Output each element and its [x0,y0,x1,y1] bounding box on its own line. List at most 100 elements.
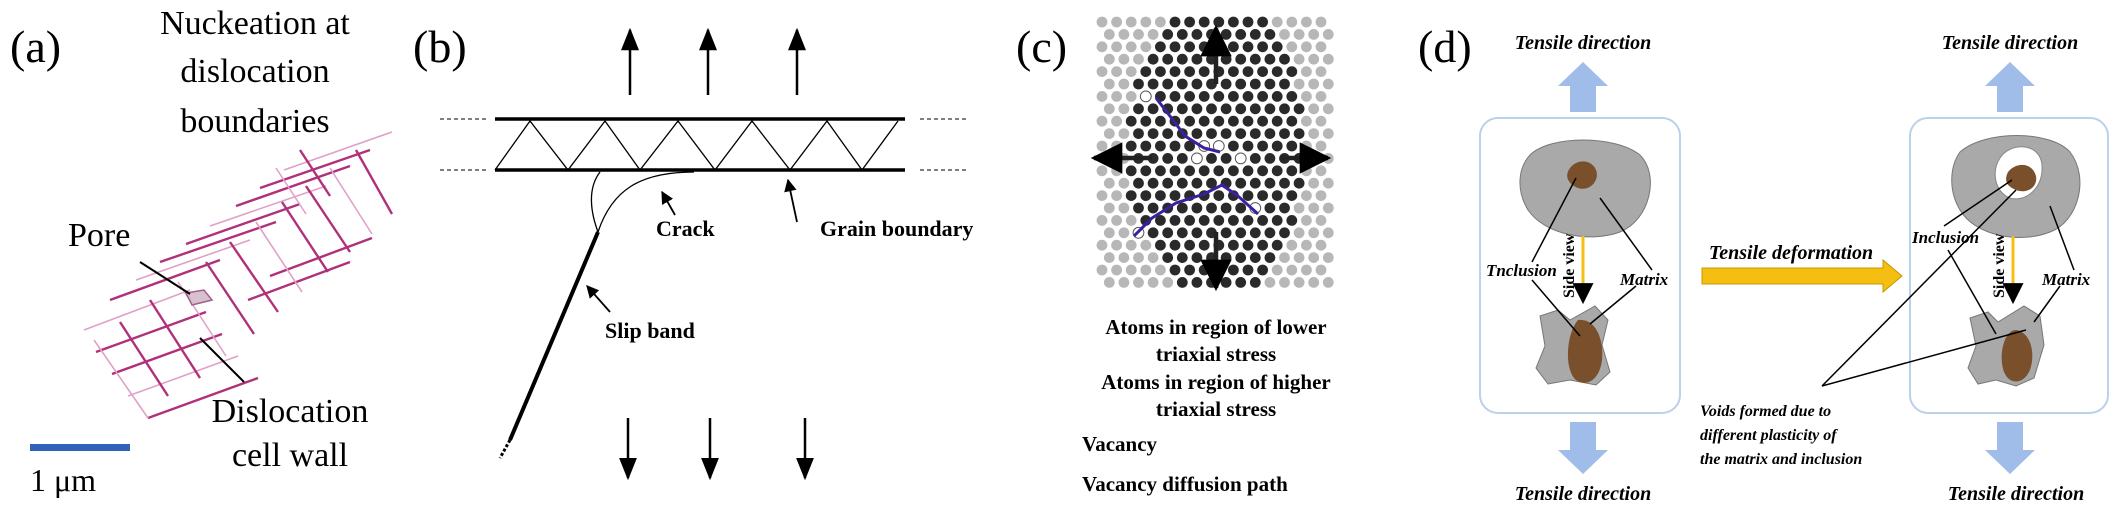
atom-high-stress [1140,140,1152,152]
dislocation-segment [305,185,351,253]
atom-low-stress [1096,215,1108,226]
atom-high-stress [1220,29,1232,40]
dislocation-segment [205,261,255,335]
atom-high-stress [1257,16,1268,28]
atom-high-stress [1147,202,1159,214]
atom-high-stress [1235,128,1247,140]
tensile-deformation-label: Tensile deformation [1709,242,1873,264]
vacancy-site [1139,90,1152,103]
atom-high-stress [1286,215,1298,226]
dislocation-segment [93,339,149,419]
dislocation-segment [354,149,394,215]
atom-high-stress [1235,227,1247,239]
atom-low-stress [1301,239,1312,251]
voids-label-line-1: Voids formed due to [1700,403,1831,420]
right-blue-arrow-down [1985,422,2035,474]
atom-high-stress [1249,252,1261,263]
atom-high-stress [1264,202,1276,214]
atom-low-stress [1125,16,1137,28]
atom-high-stress [1220,53,1232,65]
tensile-deformation-arrow [1701,258,1903,294]
atom-high-stress [1242,91,1254,102]
atom-low-stress [1308,53,1320,65]
dislocation-segment [280,201,330,273]
crack-label: Crack [656,216,715,241]
atom-low-stress [1103,177,1115,189]
atom-high-stress [1162,53,1174,65]
atom-high-stress [1176,153,1188,164]
right-tensile-direction-top: Tensile direction [1942,32,2078,54]
atom-high-stress [1235,277,1247,288]
vacancy-diffusion-path-upper [1154,97,1221,154]
slip-band-pointer [586,285,611,313]
atom-low-stress [1155,264,1166,276]
atom-low-stress [1308,78,1320,90]
atom-high-stress [1286,140,1298,152]
atom-high-stress [1271,115,1283,127]
atom-low-stress [1301,91,1312,102]
atom-low-stress [1133,252,1144,263]
atom-high-stress [1184,16,1195,28]
atom-low-stress [1103,252,1115,263]
atom-low-stress [1111,215,1122,226]
atom-low-stress [1308,227,1320,239]
atom-high-stress [1228,140,1239,152]
atom-high-stress [1169,41,1181,53]
atom-low-stress [1096,66,1108,77]
atom-low-stress [1286,16,1298,28]
atom-high-stress [1191,128,1203,140]
atom-low-stress [1279,277,1290,288]
cell-wall-label-line-2: cell wall [232,437,348,474]
atom-high-stress [1228,66,1239,77]
atom-high-stress [1257,215,1268,226]
atom-high-stress [1271,66,1283,77]
atom-high-stress [1191,202,1203,214]
atom-high-stress [1220,277,1232,288]
atom-low-stress [1096,115,1108,127]
slip-band [508,231,600,441]
right-matrix-pointer-2 [2033,285,2061,323]
atom-high-stress [1206,177,1217,189]
atom-high-stress [1191,227,1203,239]
atom-low-stress [1133,277,1144,288]
atom-low-stress [1293,29,1305,40]
atom-low-stress [1301,165,1312,177]
atom-high-stress [1242,190,1254,202]
voids-label-line-3: the matrix and inclusion [1700,451,1862,468]
atom-high-stress [1155,215,1166,226]
atom-low-stress [1264,277,1276,288]
atom-high-stress [1220,202,1232,214]
atom-low-stress [1111,91,1122,102]
atom-low-stress [1111,66,1122,77]
atom-low-stress [1096,91,1108,102]
atom-low-stress [1322,227,1334,239]
atom-high-stress [1206,202,1217,214]
left-matrix-pointer-1 [1599,197,1653,271]
vacancy-site [1191,152,1203,165]
atom-high-stress [1249,128,1261,140]
legend-diffusion-path: Vacancy diffusion path [1082,472,1288,496]
dislocation-segment [229,241,279,313]
dislocation-segment [209,185,327,227]
atom-low-stress [1322,103,1334,115]
right-blue-arrow-up [1985,62,2035,112]
atom-high-stress [1176,202,1188,214]
slip-band-dashed [498,439,512,459]
atom-high-stress [1264,128,1276,140]
atom-high-stress [1140,190,1152,202]
atom-high-stress [1147,103,1159,115]
atom-high-stress [1147,78,1159,90]
atom-low-stress [1315,239,1327,251]
vacancy-diffusion-path-lower [1132,183,1260,238]
atom-low-stress [1140,16,1152,28]
atom-high-stress [1191,177,1203,189]
atom-low-stress [1301,41,1312,53]
atom-high-stress [1133,128,1144,140]
atom-low-stress [1111,115,1122,127]
panel-d: (d) Tensile direction Side view Tnclusio… [1418,21,2109,505]
atom-high-stress [1176,177,1188,189]
right-inclusion-pointer-1 [1943,179,2013,227]
dislocation-segment [118,321,170,397]
dislocation-segment [127,355,239,397]
atom-high-stress [1271,140,1283,152]
